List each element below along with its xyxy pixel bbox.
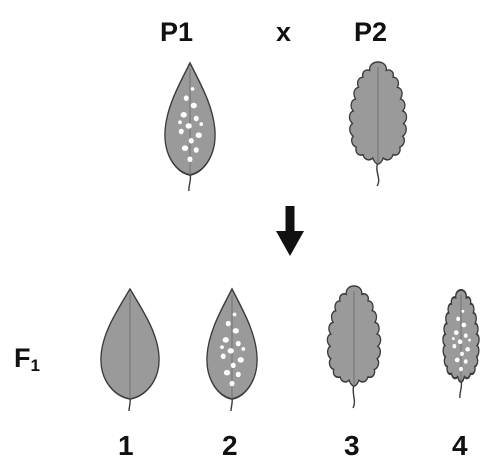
offspring-2-leaf-spot [241, 347, 245, 351]
parent-1-leaf-spot [191, 87, 195, 91]
offspring-2-leaf-spot [233, 328, 239, 333]
parent-1-leaf-spot [182, 145, 188, 151]
parent-1-leaf-spot [179, 129, 184, 135]
offspring-2-leaf-spot [230, 381, 235, 386]
offspring-4-leaf-spot [452, 337, 455, 340]
offspring-4-leaf-spot [464, 333, 468, 338]
parent-1-leaf-spot [188, 156, 193, 162]
offspring-4-leaf-spot [460, 352, 464, 357]
parent-1-leaf-spot [194, 116, 199, 122]
offspring-2-leaf-spot [233, 313, 237, 317]
parent-2-leaf [349, 62, 406, 186]
offspring-4-leaf-spot [465, 347, 470, 352]
offspring-2-leaf-spot [224, 370, 230, 375]
offspring-2-leaf-spot [238, 357, 244, 362]
offspring-4-leaf-spot [456, 317, 460, 322]
parent-1-leaf-spot [178, 120, 182, 124]
offspring-4-leaf [443, 290, 479, 398]
parent-2-leaf-stem [377, 162, 379, 186]
offspring-2-leaf-spot [236, 341, 241, 346]
offspring-2-leaf-spot [223, 337, 229, 342]
parent-1-leaf [165, 63, 215, 191]
offspring-3-leaf-stem [353, 384, 354, 408]
offspring-4-leaf-spot [452, 344, 456, 349]
offspring-3-leaf [327, 286, 380, 408]
offspring-4-leaf-spot [454, 330, 459, 335]
down-arrow-icon [276, 206, 304, 256]
parent-1-leaf-spot [196, 132, 202, 138]
offspring-4-leaf-spot [461, 310, 464, 313]
parent-1-leaf-spot [186, 123, 192, 129]
offspring-4-leaf-spot [464, 359, 468, 364]
parent-1-leaf-spot [184, 95, 189, 101]
offspring-2-leaf-spot [228, 348, 234, 353]
offspring-2-leaf-spot [220, 345, 224, 349]
offspring-4-leaf-spot [459, 367, 463, 372]
offspring-2-leaf-spot [231, 363, 236, 368]
parent-1-leaf-spot [189, 138, 194, 144]
offspring-2-leaf-spot [226, 321, 231, 326]
parent-1-leaf-spot [191, 103, 197, 109]
parent-1-leaf-spot [199, 122, 203, 126]
offspring-4-leaf-spot [468, 339, 471, 342]
offspring-1-leaf [101, 289, 159, 411]
offspring-2-leaf-spot [221, 354, 226, 359]
offspring-4-leaf-spot [455, 358, 460, 363]
parent-1-leaf-spot [194, 147, 199, 153]
offspring-4-leaf-spot [458, 339, 463, 344]
offspring-2-leaf-spot [236, 372, 241, 377]
offspring-2-leaf [207, 289, 257, 411]
parent-1-leaf-spot [181, 112, 187, 118]
offspring-4-leaf-spot [461, 323, 466, 328]
